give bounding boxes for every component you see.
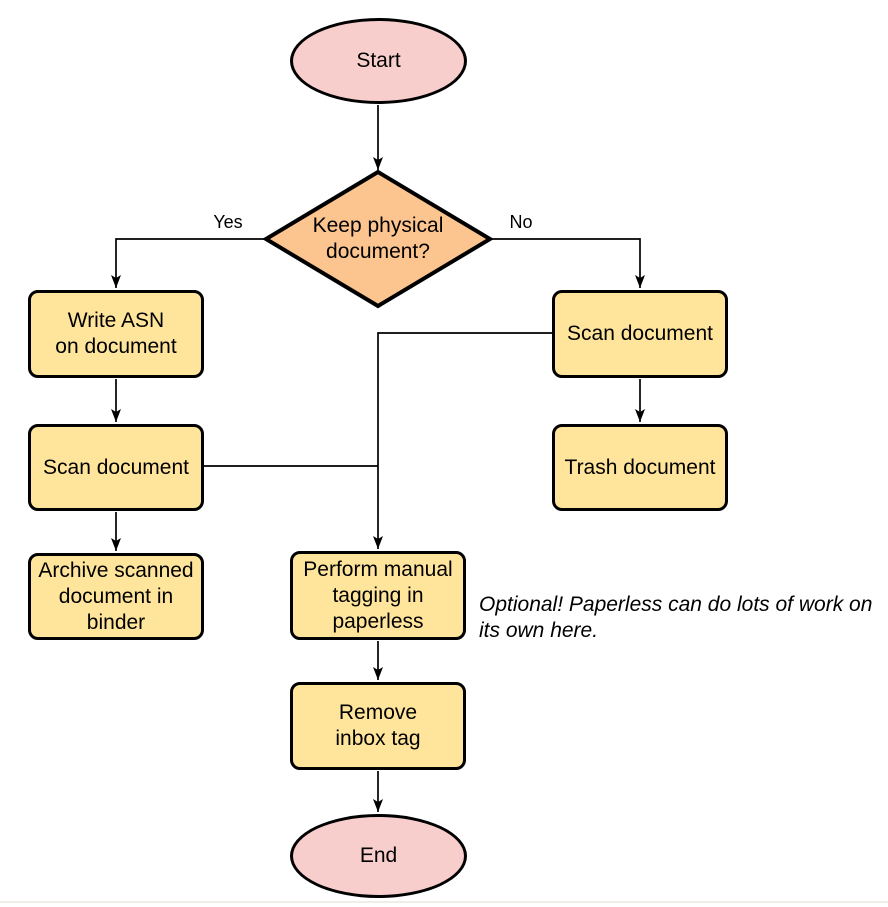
node-write-asn-on-document: Write ASN on document — [28, 290, 204, 378]
edge-decision-no-to-scan-right — [489, 238, 645, 288]
edge-decision-yes-to-write-asn — [111, 238, 267, 288]
decision-diamond-shape — [262, 169, 494, 309]
node-decision-keep-physical-document: Keep physical document? — [312, 214, 444, 263]
node-perform-manual-tagging: Perform manual tagging in paperless — [290, 551, 466, 640]
page-bottom-edge — [0, 901, 888, 903]
node-scan-document-right: Scan document — [552, 290, 728, 378]
node-scan-document-left: Scan document — [28, 424, 204, 511]
annotation-optional-note: Optional! Paperless can do lots of work … — [479, 593, 873, 642]
node-remove-inbox-tag: Remove inbox tag — [290, 682, 466, 770]
edge-label-yes: Yes — [210, 211, 246, 233]
edge-label-no: No — [506, 211, 536, 233]
node-end: End — [290, 814, 467, 898]
node-trash-document: Trash document — [552, 424, 728, 511]
edge-scan-right-to-tagging — [373, 332, 552, 549]
node-start: Start — [290, 18, 467, 104]
node-archive-scanned-document: Archive scanned document in binder — [28, 553, 204, 640]
